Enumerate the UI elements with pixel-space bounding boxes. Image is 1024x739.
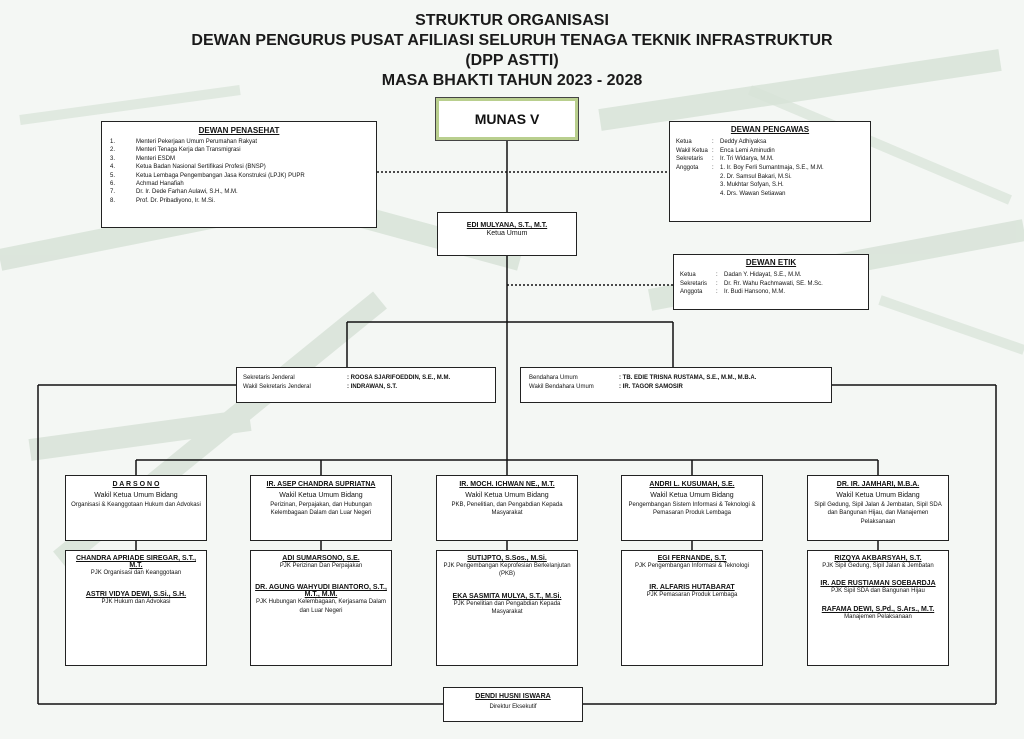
pjk-role: PJK Perizinan Dan Perpajakan [279,563,363,569]
wakil-ketua-box-1: D A R S O N O Wakil Ketua Umum Bidang Or… [65,475,207,541]
wakil-ketua-desc: Sipil Gedung, Sipil Jalan & Jembatan, Si… [814,501,942,525]
wakil-ketua-role: Wakil Ketua Umum Bidang [94,492,178,499]
bendahara-box: Bendahara Umum: TB. EDIE TRISNA RUSTAMA,… [520,367,832,403]
dewan-penasehat-list: 1.Menteri Pekerjaan Umum Perumahan Rakya… [110,138,368,205]
dewan-pengawas-heading: DEWAN PENGAWAS [730,125,810,134]
pjk-box-1: CHANDRA APRIADE SIREGAR, S.T., M.T. PJK … [65,550,207,666]
wakil-ketua-desc: Organisasi & Keanggotaan Hukum dan Advok… [71,501,201,508]
pjk-role: PJK Pemasaran Produk Lembaga [646,592,738,599]
ketua-umum-box: EDI MULYANA, S.T., M.T. Ketua Umum [437,212,577,256]
pjk-role: Manajemen Pelaksanaan [844,613,912,620]
wakil-ketua-role: Wakil Ketua Umum Bidang [836,492,920,499]
list-item: 6.Achmad Hanafiah [110,180,184,187]
list-item: Sekretaris:Dr. Rr. Wahu Rachmawati, SE. … [680,280,823,287]
ketua-umum-name: EDI MULYANA, S.T., M.T. [466,222,548,229]
pjk-name: SUTIJPTO, S.Sos., M.Si. [467,555,547,562]
pjk-name: ADI SUMARSONO, S.E. [282,555,360,562]
ketua-umum-role: Ketua Umum [486,230,528,237]
wakil-ketua-desc: Pengembangan Sistem Informasi & Teknolog… [628,501,756,517]
pjk-box-5: RIZQYA AKBARSYAH, S.T. PJK Sipil Gedung,… [807,550,949,666]
wakil-ketua-role: Wakil Ketua Umum Bidang [650,492,734,499]
list-item: Wakil Bendahara Umum: IR. TAGOR SAMOSIR [529,384,683,390]
list-item: Ketua:Deddy Adhiyaksa [676,139,767,145]
direktur-role: Direktur Eksekutif [489,704,537,710]
wakil-ketua-box-5: DR. IR. JAMHARI, M.B.A. Wakil Ketua Umum… [807,475,949,541]
list-item: 3. Mukhtar Sofyan, S.H. [720,182,784,189]
pjk-role: PJK Sipil Gedung, Sipil Jalan & Jembatan [822,563,934,569]
list-item: 4.Ketua Badan Nasional Sertifikasi Profe… [110,164,266,171]
title-line-1: STRUKTUR ORGANISASI [415,12,609,29]
wakil-ketua-desc: PKB, Penelitian, dan Pengabdian Kepada M… [451,501,563,517]
list-item: Bendahara Umum: TB. EDIE TRISNA RUSTAMA,… [529,375,757,381]
direktur-eksekutif-box: DENDI HUSNI ISWARA Direktur Eksekutif [443,687,583,722]
pjk-box-2: ADI SUMARSONO, S.E. PJK Perizinan Dan Pe… [250,550,392,666]
pjk-name: ASTRI VIDYA DEWI, S.Si., S.H. [85,591,187,599]
list-item: Wakil Ketua:Enca Lemi Aminudin [676,147,775,154]
pjk-name: CHANDRA APRIADE SIREGAR, S.T., M.T. [75,555,197,569]
list-item: 3.Menteri ESDM [110,155,176,162]
pjk-role: PJK Penelitian dan Pengabdian Kepada Mas… [453,600,561,616]
pjk-name: EGI FERNANDE, S.T. [657,555,727,562]
wakil-ketua-name: IR. ASEP CHANDRA SUPRIATNA [266,481,376,488]
wakil-ketua-role: Wakil Ketua Umum Bidang [279,492,363,499]
list-item: Anggota:Ir. Budi Hansono, M.M. [680,289,786,296]
wakil-ketua-box-3: IR. MOCH. ICHWAN NE., M.T. Wakil Ketua U… [436,475,578,541]
list-item: 8.Prof. Dr. Pribadiyono, Ir. M.Si. [110,197,216,204]
list-item: Anggota:1. Ir. Boy Ferli Sumantmaja, S.E… [676,165,824,172]
wakil-ketua-name: ANDRI L. KUSUMAH, S.E. [649,481,735,488]
wakil-ketua-name: DR. IR. JAMHARI, M.B.A. [836,481,920,488]
list-item: Ketua:Dadan Y. Hidayat, S.E., M.M. [680,272,802,278]
list-item: Sekretaris:Ir. Tri Widarya, M.M. [676,156,774,163]
title-line-2: DEWAN PENGURUS PUSAT AFILIASI SELURUH TE… [191,32,833,49]
list-item: 7.Dr. Ir. Dede Farhan Aulawi, S.H., M.M. [110,189,238,196]
munas-label: MUNAS V [474,111,540,127]
wakil-ketua-box-2: IR. ASEP CHANDRA SUPRIATNA Wakil Ketua U… [250,475,392,541]
list-item: 1.Menteri Pekerjaan Umum Perumahan Rakya… [110,139,258,145]
list-item: 2.Menteri Tenaga Kerja dan Transmigrasi [110,147,241,154]
dewan-pengawas-box: DEWAN PENGAWAS Ketua:Deddy Adhiyaksa Wak… [669,121,871,222]
wakil-ketua-desc: Perizinan, Perpajakan, dan Hubungan Kele… [270,501,372,517]
list-item: Wakil Sekretaris Jenderal: INDRAWAN, S.T… [243,384,398,390]
pjk-name: IR. ADE RUSTIAMAN SOEBARDJA [820,580,936,588]
munas-box: MUNAS V [435,97,579,141]
dewan-etik-box: DEWAN ETIK Ketua:Dadan Y. Hidayat, S.E.,… [673,254,869,310]
pjk-role: PJK Hukum dan Advokasi [101,599,171,606]
pjk-name: DR. AGUNG WAHYUDI BIANTORO, S.T., M.T., … [255,584,387,599]
pjk-role: PJK Organisasi dan Keanggotaan [90,570,182,576]
dewan-penasehat-box: DEWAN PENASEHAT 1.Menteri Pekerjaan Umum… [101,121,377,228]
pjk-name: EKA SASMITA MULYA, S.T., M.Si. [452,592,562,600]
wakil-ketua-role: Wakil Ketua Umum Bidang [465,492,549,499]
list-item: 2. Dr. Samsul Bakari, M.Si. [720,173,792,180]
pjk-role: PJK Hubungan Kelembagaan, Kerjasama Dala… [255,599,387,614]
list-item: Sekretaris Jenderal: ROOSA SJARIFOEDDIN,… [243,375,451,381]
pjk-name: RAFAMA DEWI, S.Pd., S.Ars., M.T. [821,605,935,613]
sekretariat-box: Sekretaris Jenderal: ROOSA SJARIFOEDDIN,… [236,367,496,403]
pjk-box-4: EGI FERNANDE, S.T. PJK Pengembangan Info… [621,550,763,666]
dewan-penasehat-heading: DEWAN PENASEHAT [198,126,280,135]
pjk-role: PJK Pengembangan Keprofesian Berkelanjut… [443,563,571,578]
title-line-4: MASA BHAKTI TAHUN 2023 - 2028 [381,72,643,89]
dewan-etik-heading: DEWAN ETIK [745,258,797,267]
pjk-role: PJK Pengembangan Informasi & Teknologi [635,563,749,569]
list-item: 5.Ketua Lembaga Pengembangan Jasa Konstr… [110,172,305,179]
wakil-ketua-box-4: ANDRI L. KUSUMAH, S.E. Wakil Ketua Umum … [621,475,763,541]
pjk-role: PJK Sipil SDA dan Bangunan Hijau [831,588,925,595]
direktur-name: DENDI HUSNI ISWARA [475,693,551,700]
list-item: 4. Drs. Wawan Setiawan [720,191,786,198]
wakil-ketua-name: D A R S O N O [112,481,160,488]
pjk-name: RIZQYA AKBARSYAH, S.T. [834,555,922,562]
wakil-ketua-name: IR. MOCH. ICHWAN NE., M.T. [459,481,555,488]
pjk-name: IR. ALFARIS HUTABARAT [649,584,735,592]
pjk-box-3: SUTIJPTO, S.Sos., M.Si. PJK Pengembangan… [436,550,578,666]
title-line-3: (DPP ASTTI) [465,52,559,69]
